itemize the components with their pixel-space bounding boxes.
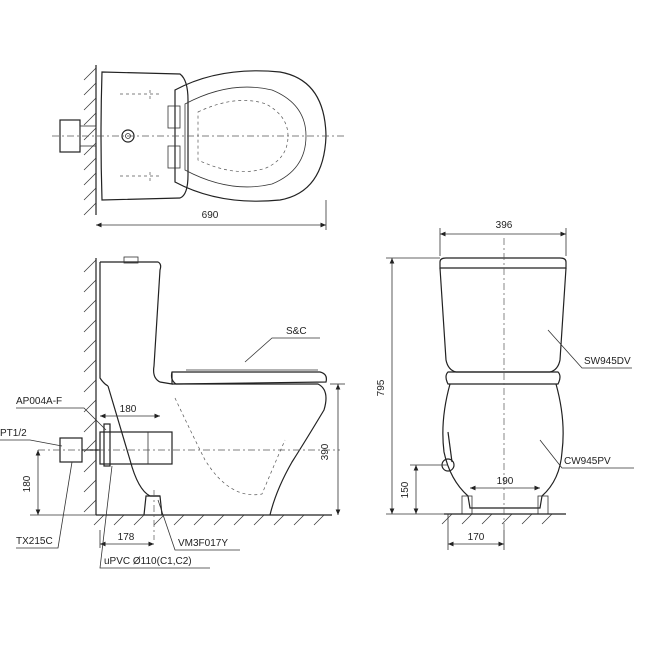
side-tank-back [99,262,109,387]
side-trapway [174,397,286,496]
leader-ap004a [16,407,107,431]
front-floor-hatch [441,513,553,525]
top-view: 690 [52,65,345,230]
dim-190-label: 190 [497,476,514,487]
label-sc: S&C [286,326,307,337]
label-tx215c: TX215C [16,536,53,547]
dim-180-left-label: 180 [22,475,33,492]
side-flush-button[interactable] [123,256,139,264]
side-view: S&C AP004A-F PT1/2 180 390 180 178 TX215… [0,256,345,569]
leader-sw945dv [547,329,632,369]
dim-795-label: 795 [376,379,387,396]
label-upvc: uPVC Ø110(C1,C2) [104,556,192,567]
front-tank-lid [439,257,567,269]
dim-178-label: 178 [118,532,135,543]
label-sw945dv: SW945DV [584,356,631,367]
top-hidden-bolts [120,90,160,182]
leader-upvc [99,465,210,569]
dim-390-label: 390 [320,443,331,460]
leader-sc [244,337,320,363]
side-seat-cover [170,371,327,385]
dim-180-top-label: 180 [120,404,137,415]
dim-170-label: 170 [468,532,485,543]
leader-vm3f017y [157,499,240,551]
label-vm3f017y: VM3F017Y [178,538,228,549]
dim-150-label: 150 [400,481,411,498]
front-foot-left [461,495,473,515]
leader-cw945pv [539,439,634,469]
front-foot-right [537,495,549,515]
top-hinge-lower [167,145,181,169]
side-bowl-front [107,385,160,497]
dim-396-label: 396 [496,220,513,231]
top-seat [184,86,307,188]
side-floor-flange [143,495,163,516]
front-bowl [442,383,564,509]
leader-tx215c [16,461,73,549]
top-hinge-upper [167,105,181,129]
side-supply-hose [103,423,111,467]
side-outlet-pipe [99,431,173,465]
side-wall-hatch [83,259,97,513]
front-seat [445,371,561,385]
front-supply-hose [447,431,453,463]
side-bowl-rim [172,383,327,516]
side-floor-hatch [93,514,325,526]
front-tank-body [439,267,567,373]
top-wall-hatch [83,67,97,216]
dim-690-label: 690 [202,210,219,221]
front-view: 396 795 SW945DV CW945PV 190 150 170 [376,220,634,550]
label-ap004a: AP004A-F [16,396,62,407]
label-pt: PT1/2 [0,428,27,439]
leader-pt [0,439,63,447]
label-cw945pv: CW945PV [564,456,611,467]
top-inlet-pipe [79,125,97,147]
side-tank [100,261,173,385]
